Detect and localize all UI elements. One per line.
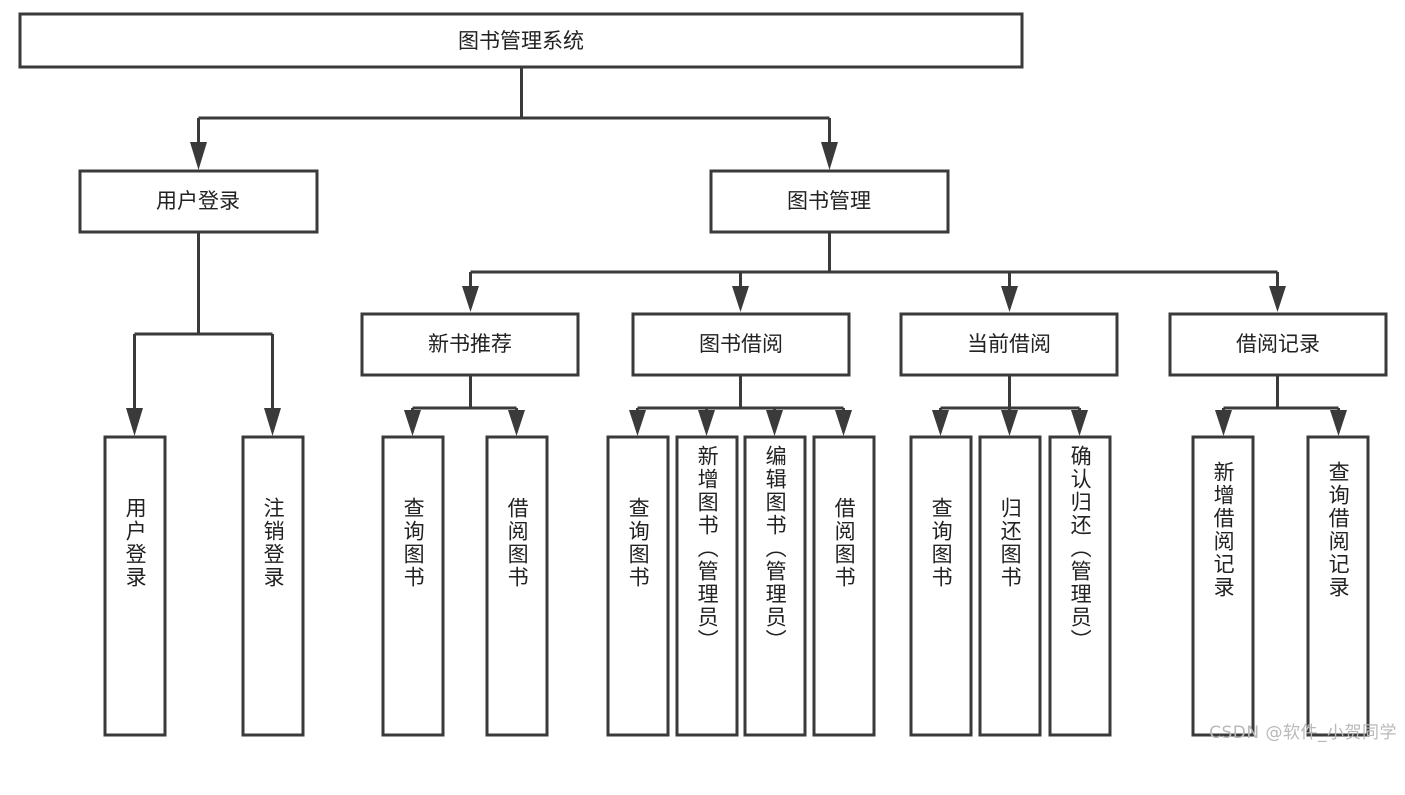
arrow-head-leaf-query-book-3 (932, 410, 949, 436)
arrow-head-leaf-user-login (126, 408, 143, 436)
leaf-return-book-box[interactable] (978, 435, 1042, 737)
node-user-login-box[interactable] (78, 169, 319, 234)
leaf-query-book-1-box[interactable] (381, 435, 445, 737)
org-chart-svg: 图书管理系统 用户登录 图书管理 新书推荐 图书借阅 当前借阅 借阅记录 (18, 12, 1388, 737)
arrow-head-book-borrow (732, 286, 749, 312)
node-root-box[interactable] (18, 12, 1024, 69)
leaf-query-book-2-box[interactable] (606, 435, 670, 737)
leaf-edit-book-box[interactable] (743, 435, 807, 737)
arrow-head-leaf-add-book (698, 410, 715, 436)
leaf-user-logout-box[interactable] (241, 435, 305, 737)
leaf-borrow-book-2-box[interactable] (812, 435, 876, 737)
connector-group-borrow-record (1215, 375, 1347, 436)
leaf-user-login-box[interactable] (103, 435, 167, 737)
arrow-head-leaf-query-book-1 (404, 410, 421, 436)
arrow-head-borrow-record (1269, 286, 1286, 312)
csdn-watermark: CSDN @软件_小贺同学 (1209, 723, 1397, 743)
node-current-borrow[interactable]: 当前借阅 (899, 312, 1119, 377)
node-borrow-record[interactable]: 借阅记录 (1168, 312, 1388, 377)
leaf-confirm-return-box[interactable] (1048, 435, 1112, 737)
arrow-head-leaf-return-book (1001, 410, 1018, 436)
leaf-query-record-box[interactable] (1306, 435, 1370, 737)
node-root-label: 图书管理系统 (458, 29, 584, 53)
node-new-book-recommend-box[interactable] (360, 312, 580, 377)
connector-group-book-manage (462, 232, 1286, 312)
connector-group-book-borrow (629, 375, 852, 436)
connector-group-user-login (126, 232, 281, 436)
arrow-head-leaf-query-book-2 (629, 410, 646, 436)
node-current-borrow-box[interactable] (899, 312, 1119, 377)
leaf-add-record-box[interactable] (1191, 435, 1255, 737)
leaf-add-book-box[interactable] (675, 435, 739, 737)
node-current-borrow-label: 当前借阅 (967, 332, 1051, 356)
arrow-head-leaf-user-logout (264, 408, 281, 436)
node-borrow-record-label: 借阅记录 (1236, 332, 1320, 356)
flowchart-canvas: 图书管理系统 用户登录 图书管理 新书推荐 图书借阅 当前借阅 借阅记录 (18, 12, 1397, 743)
node-new-book-recommend[interactable]: 新书推荐 (360, 312, 580, 377)
arrow-head-leaf-confirm-return (1071, 410, 1088, 436)
node-book-borrow-label: 图书借阅 (699, 332, 783, 356)
leaf-query-book-3-box[interactable] (909, 435, 973, 737)
connector-group-new-book-recommend (404, 375, 525, 436)
node-book-borrow-box[interactable] (631, 312, 851, 377)
node-user-login-label: 用户登录 (156, 189, 240, 213)
node-new-book-recommend-label: 新书推荐 (428, 332, 512, 356)
node-user-login[interactable]: 用户登录 (78, 169, 319, 234)
arrow-head-leaf-add-record (1215, 410, 1232, 436)
arrow-head-current-borrow (1001, 286, 1018, 312)
connector-group-current-borrow (932, 375, 1088, 436)
arrow-head-leaf-borrow-book-2 (835, 410, 852, 436)
leaf-borrow-book-1-box[interactable] (485, 435, 549, 737)
arrow-head-book-manage (821, 142, 838, 170)
node-book-manage-label: 图书管理 (787, 189, 871, 213)
arrow-head-leaf-query-record (1330, 410, 1347, 436)
arrow-head-leaf-edit-book (766, 410, 783, 436)
connector-group-root (190, 67, 838, 170)
node-book-manage[interactable]: 图书管理 (709, 169, 950, 234)
node-root[interactable]: 图书管理系统 (18, 12, 1024, 69)
arrow-head-new-book-recommend (462, 286, 479, 312)
arrow-head-leaf-borrow-book-1 (508, 410, 525, 436)
node-book-manage-box[interactable] (709, 169, 950, 234)
node-borrow-record-box[interactable] (1168, 312, 1388, 377)
arrow-head-user-login (190, 142, 207, 170)
node-book-borrow[interactable]: 图书借阅 (631, 312, 851, 377)
